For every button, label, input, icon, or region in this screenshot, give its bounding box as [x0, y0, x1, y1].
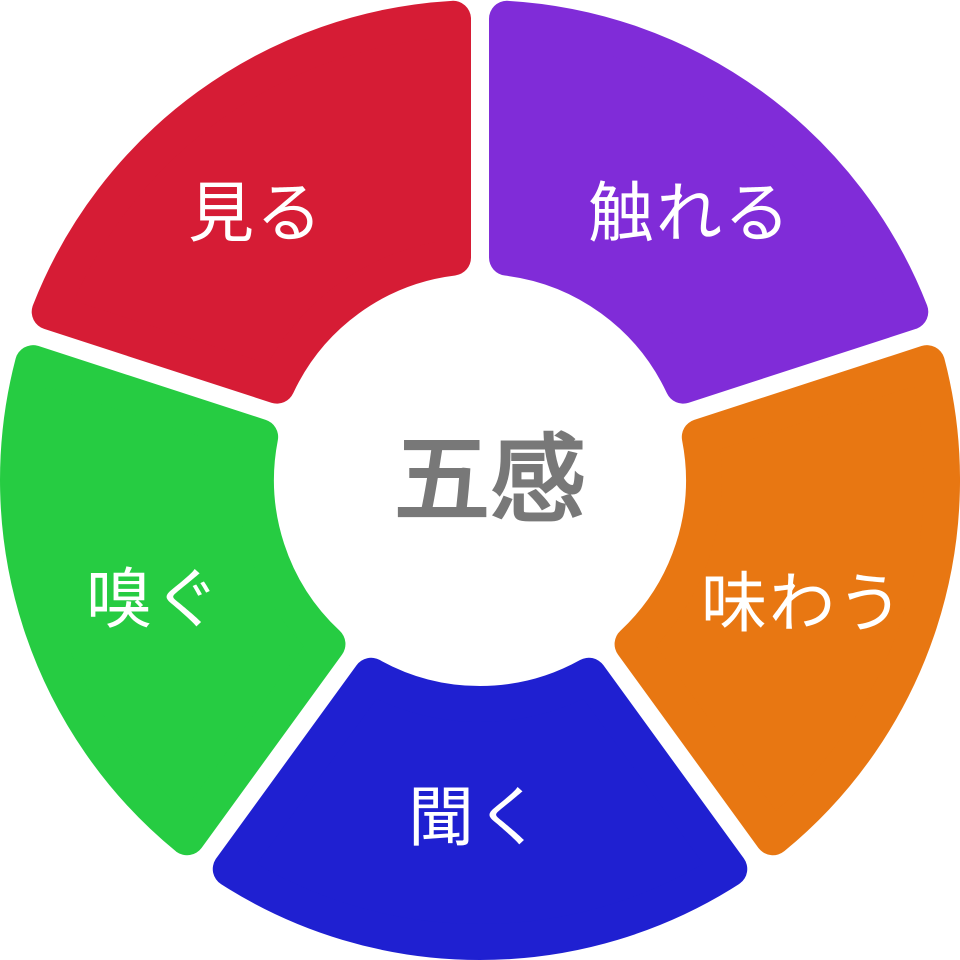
segment-smell[interactable] — [0, 345, 382, 860]
segment-see[interactable] — [31, 0, 471, 404]
segment-touch[interactable] — [437, 0, 929, 425]
segment-label-taste: 味わう — [701, 565, 905, 642]
segment-hear[interactable] — [212, 572, 773, 960]
segment-label-see: 見る — [188, 175, 324, 252]
segment-label-touch: 触れる — [588, 175, 792, 252]
segment-taste[interactable] — [557, 303, 960, 856]
segment-label-smell: 嗅ぐ — [86, 561, 222, 638]
segment-label-hear: 聞く — [408, 779, 544, 856]
center-title: 五感 — [394, 424, 586, 536]
